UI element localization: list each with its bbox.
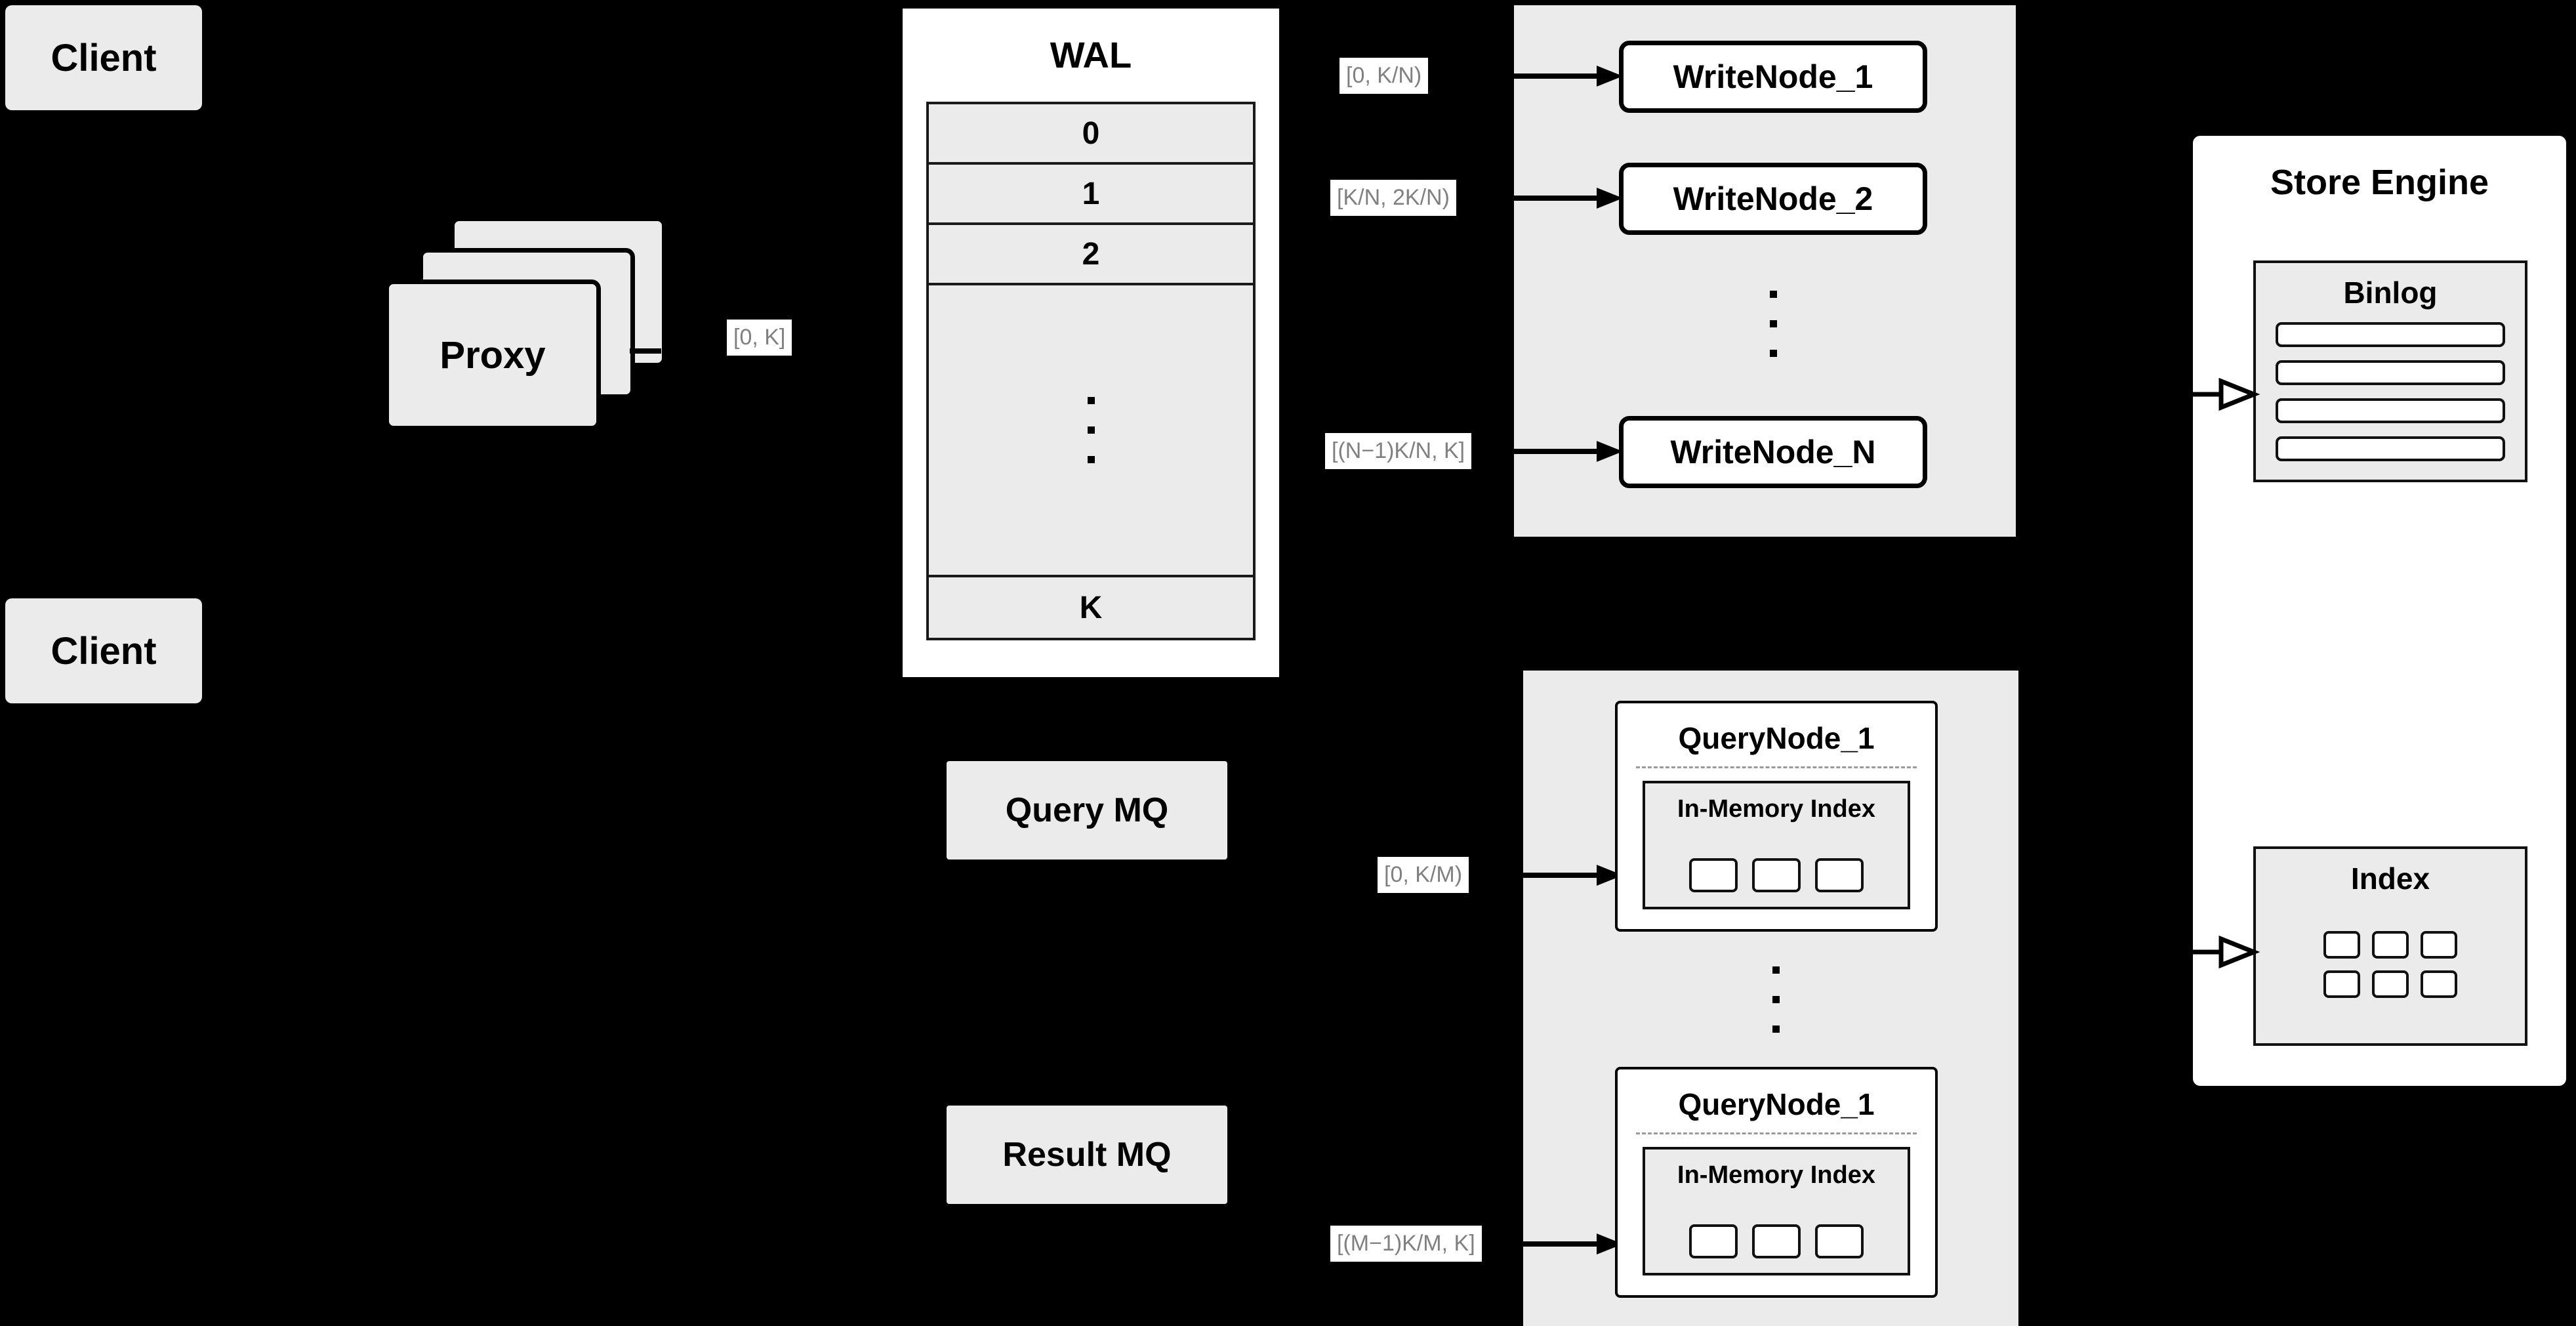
index-cell[interactable] bbox=[1689, 1224, 1738, 1258]
index-cell[interactable] bbox=[2421, 931, 2457, 959]
wal-container[interactable]: WAL 0 1 2 K bbox=[897, 3, 1284, 682]
write-node-label: WriteNode_N bbox=[1670, 434, 1876, 470]
store-engine-title: Store Engine bbox=[2270, 163, 2489, 202]
binlog-bar[interactable] bbox=[2276, 322, 2505, 347]
index-cell[interactable] bbox=[1752, 1224, 1801, 1258]
client-label: Client bbox=[51, 629, 157, 673]
binlog-bar[interactable] bbox=[2276, 398, 2505, 423]
edge-label-writenode-2: [K/N, 2K/N) bbox=[1330, 180, 1456, 216]
result-mq-box[interactable]: Result MQ bbox=[947, 1106, 1227, 1204]
query-node-title: QueryNode_1 bbox=[1678, 721, 1875, 755]
index-grid-row bbox=[2273, 931, 2508, 959]
index-cell[interactable] bbox=[1689, 858, 1738, 892]
binlog-title: Binlog bbox=[2343, 276, 2438, 310]
wal-row[interactable]: 2 bbox=[929, 225, 1253, 285]
write-node-1[interactable]: WriteNode_1 bbox=[1619, 41, 1927, 113]
binlog-bar[interactable] bbox=[2276, 360, 2505, 385]
wal-title: WAL bbox=[1050, 34, 1132, 75]
in-memory-index-panel: In-Memory Index bbox=[1643, 1147, 1910, 1275]
in-memory-index-cells bbox=[1645, 858, 1908, 892]
in-memory-index-panel: In-Memory Index bbox=[1643, 781, 1910, 909]
in-memory-index-cells bbox=[1645, 1224, 1908, 1258]
query-node-title: QueryNode_1 bbox=[1678, 1087, 1875, 1121]
wal-row-label: 0 bbox=[1082, 115, 1100, 151]
write-node-label: WriteNode_1 bbox=[1673, 58, 1873, 95]
edge-label-text: [(M−1)K/M, K] bbox=[1337, 1231, 1475, 1256]
edge-label-text: [0, K/N) bbox=[1346, 63, 1422, 88]
edge-label-querynode-1: [0, K/M) bbox=[1378, 857, 1469, 893]
index-cell[interactable] bbox=[2421, 970, 2457, 998]
wal-row-label: 2 bbox=[1082, 236, 1100, 272]
edge-label-text: [K/N, 2K/N) bbox=[1337, 185, 1450, 210]
wal-row[interactable]: K bbox=[929, 577, 1253, 638]
client-box-top[interactable]: Client bbox=[5, 5, 202, 110]
result-mq-label: Result MQ bbox=[1002, 1136, 1172, 1174]
edge-label-writenode-1: [0, K/N) bbox=[1339, 58, 1429, 94]
store-engine-container[interactable]: Store Engine Binlog Index bbox=[2188, 131, 2571, 1090]
wal-row-label: 1 bbox=[1082, 176, 1100, 211]
query-node-divider bbox=[1636, 766, 1917, 768]
edge-label-querynode-m: [(M−1)K/M, K] bbox=[1330, 1226, 1482, 1262]
index-cell[interactable] bbox=[2372, 970, 2409, 998]
binlog-bars bbox=[2276, 322, 2505, 461]
in-memory-index-title: In-Memory Index bbox=[1677, 1161, 1875, 1189]
edge-label-text: [0, K/M) bbox=[1384, 862, 1463, 887]
index-cell[interactable] bbox=[1815, 858, 1864, 892]
binlog-bar[interactable] bbox=[2276, 436, 2505, 461]
edge-label-writenode-n: [(N−1)K/N, K] bbox=[1325, 433, 1472, 469]
write-node-label: WriteNode_2 bbox=[1673, 180, 1873, 217]
vertical-ellipsis-icon bbox=[1087, 397, 1095, 463]
query-mq-label: Query MQ bbox=[1005, 791, 1169, 829]
index-grid bbox=[2273, 905, 2508, 1024]
query-node-1[interactable]: QueryNode_1 In-Memory Index bbox=[1615, 701, 1938, 932]
wal-row[interactable]: 0 bbox=[929, 104, 1253, 165]
proxy-stack[interactable]: Proxy bbox=[384, 217, 686, 430]
wal-row-ellipsis bbox=[929, 285, 1253, 577]
index-cell[interactable] bbox=[1752, 858, 1801, 892]
index-cell[interactable] bbox=[2323, 931, 2360, 959]
client-box-bottom[interactable]: Client bbox=[5, 598, 202, 703]
wal-row-label: K bbox=[1079, 590, 1103, 625]
wal-row[interactable]: 1 bbox=[929, 165, 1253, 225]
index-cell[interactable] bbox=[2372, 931, 2409, 959]
wal-entry-table: 0 1 2 K bbox=[926, 102, 1256, 640]
index-cell[interactable] bbox=[2323, 970, 2360, 998]
binlog-panel[interactable]: Binlog bbox=[2253, 260, 2527, 482]
in-memory-index-title: In-Memory Index bbox=[1677, 795, 1875, 823]
edge-label-text: [0, K] bbox=[733, 325, 786, 350]
index-cell[interactable] bbox=[1815, 1224, 1864, 1258]
index-panel[interactable]: Index bbox=[2253, 846, 2527, 1046]
edge-label-text: [(N−1)K/N, K] bbox=[1332, 438, 1465, 463]
index-grid-row bbox=[2273, 970, 2508, 998]
write-cluster-ellipsis-icon bbox=[1763, 274, 1783, 373]
query-cluster-ellipsis-icon bbox=[1766, 950, 1786, 1048]
query-mq-box[interactable]: Query MQ bbox=[947, 761, 1227, 860]
proxy-card-front[interactable]: Proxy bbox=[384, 280, 601, 430]
query-node-m[interactable]: QueryNode_1 In-Memory Index bbox=[1615, 1067, 1938, 1298]
client-label: Client bbox=[51, 36, 157, 79]
proxy-label: Proxy bbox=[440, 333, 546, 377]
index-title: Index bbox=[2350, 861, 2430, 896]
query-node-divider bbox=[1636, 1132, 1917, 1134]
write-node-2[interactable]: WriteNode_2 bbox=[1619, 163, 1927, 235]
write-node-n[interactable]: WriteNode_N bbox=[1619, 416, 1927, 488]
edge-label-proxy-wal: [0, K] bbox=[727, 320, 792, 356]
